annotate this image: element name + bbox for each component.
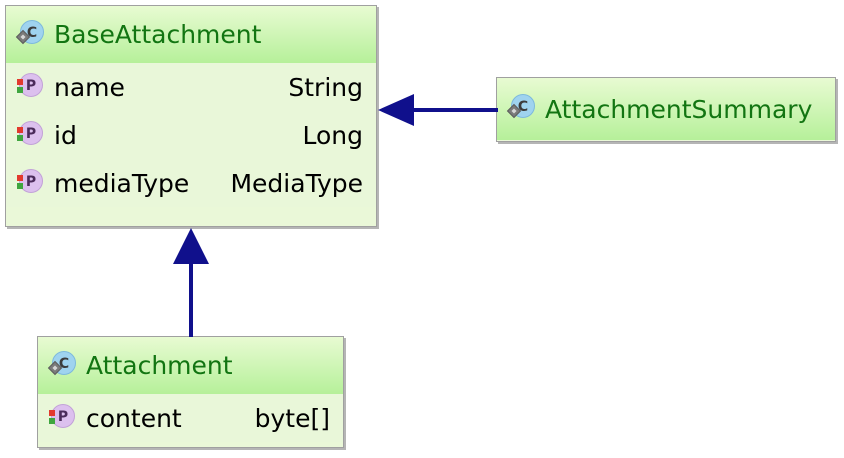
class-name-base-attachment: BaseAttachment — [54, 20, 262, 49]
class-header-attachment-summary: C AttachmentSummary — [497, 78, 835, 140]
class-name-attachment: Attachment — [86, 351, 233, 380]
attribute-name: content — [86, 403, 182, 433]
svg-text:P: P — [58, 409, 68, 425]
attribute-name: id — [54, 120, 77, 150]
property-icon: P — [15, 118, 45, 152]
svg-text:C: C — [518, 99, 528, 115]
class-box-attachment-summary[interactable]: C AttachmentSummary — [496, 77, 836, 142]
attribute-type: Long — [302, 120, 364, 150]
svg-text:C: C — [59, 356, 69, 372]
attribute-type: byte[] — [254, 403, 330, 433]
class-box-attachment[interactable]: C Attachment P — [37, 336, 344, 448]
svg-text:C: C — [27, 25, 37, 41]
attribute-name: mediaType — [54, 168, 190, 198]
generalization-arrow-attachment-to-base[interactable] — [168, 226, 214, 338]
class-box-base-attachment[interactable]: C BaseAttachment P — [5, 5, 377, 227]
attribute-type: MediaType — [230, 168, 363, 198]
class-attributes-base-attachment: P name String P id — [6, 63, 376, 207]
attribute-name: name — [54, 72, 125, 102]
attribute-type: String — [288, 72, 363, 102]
attribute-row[interactable]: P id Long — [6, 111, 376, 159]
class-icon: C — [506, 92, 536, 126]
class-name-attachment-summary: AttachmentSummary — [545, 94, 813, 124]
class-attributes-attachment: P content byte[] — [38, 394, 343, 442]
svg-text:P: P — [26, 174, 36, 190]
property-icon: P — [47, 401, 77, 435]
class-header-attachment: C Attachment — [38, 337, 343, 394]
class-header-base-attachment: C BaseAttachment — [6, 6, 376, 63]
attribute-row[interactable]: P content byte[] — [38, 394, 343, 442]
property-icon: P — [15, 70, 45, 104]
class-icon: C — [15, 18, 45, 52]
svg-text:P: P — [26, 78, 36, 94]
class-icon: C — [47, 349, 77, 383]
svg-text:P: P — [26, 126, 36, 142]
attribute-row[interactable]: P mediaType MediaType — [6, 159, 376, 207]
attribute-row[interactable]: P name String — [6, 63, 376, 111]
generalization-arrow-summary-to-base[interactable] — [376, 90, 500, 134]
property-icon: P — [15, 166, 45, 200]
